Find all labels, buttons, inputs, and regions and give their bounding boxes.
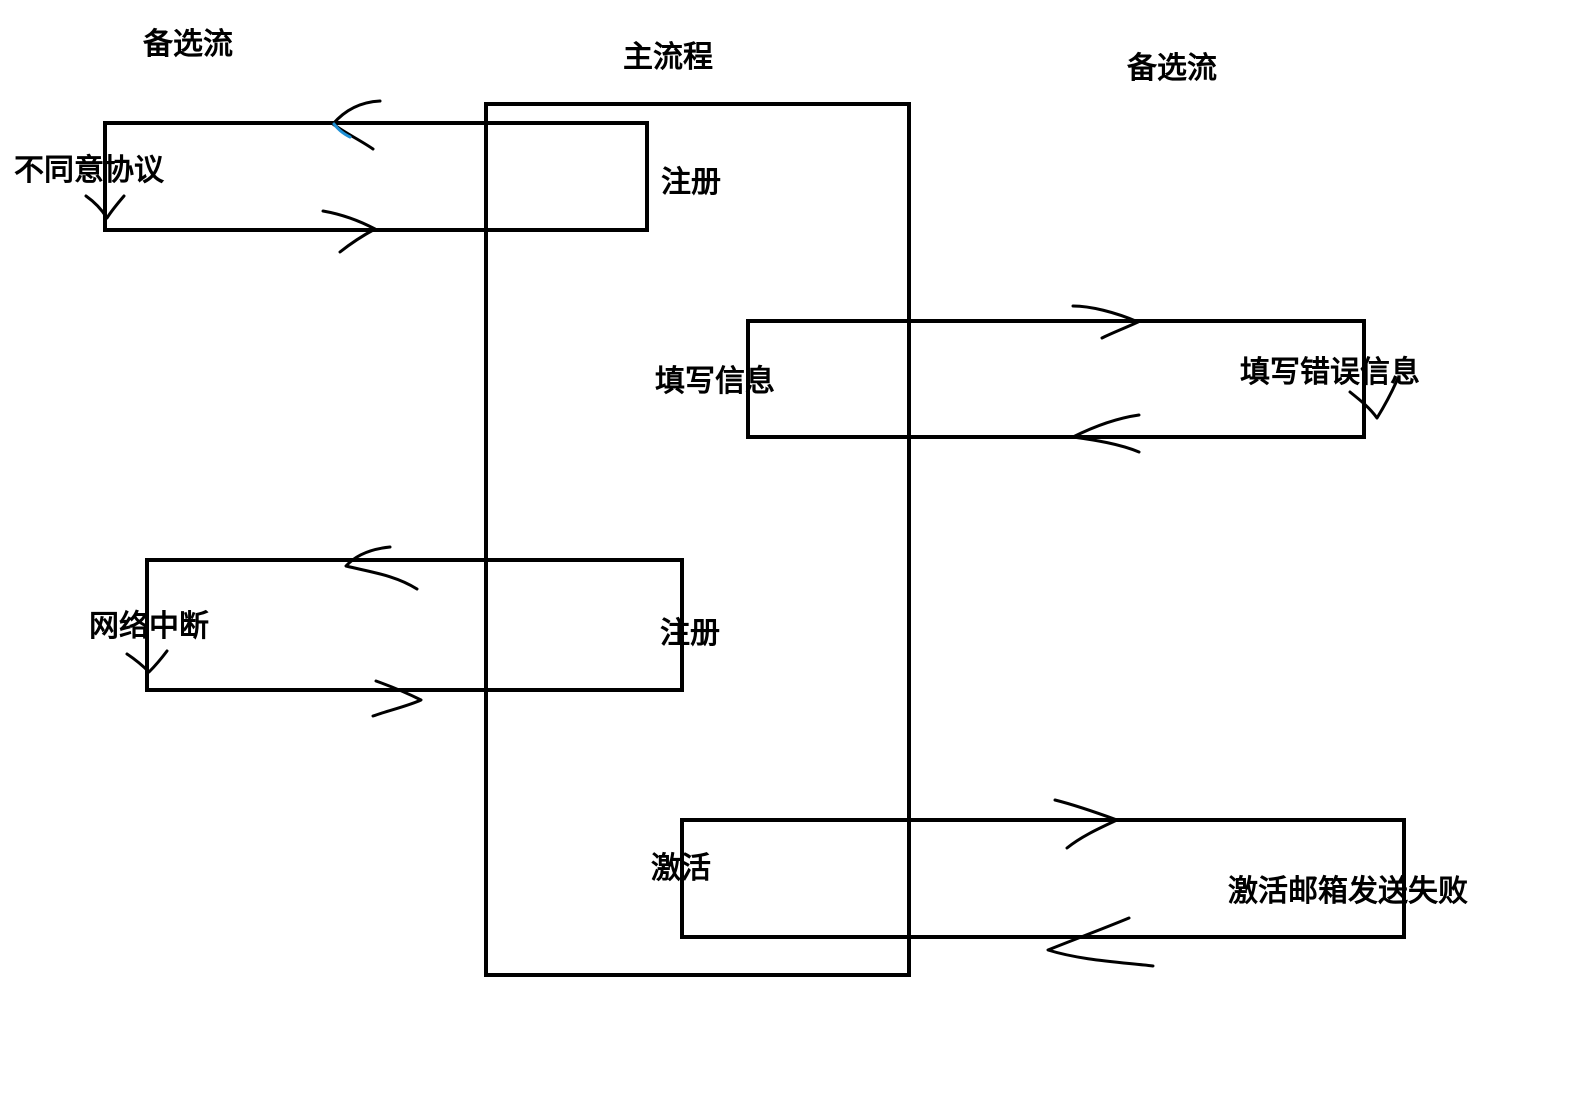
arrow-right-head-3 [371, 679, 423, 718]
alt-box-wrong-info [746, 319, 1366, 439]
arrow-right-head-2 [1071, 304, 1140, 340]
alt-label-network: 网络中断 [89, 609, 209, 644]
alt-box-disagree [103, 121, 649, 232]
header-alt-flow-right: 备选流 [1127, 51, 1217, 86]
main-step-register-1: 注册 [661, 165, 721, 200]
arrow-right-head-1 [321, 209, 377, 254]
arrow-right-head-4 [1053, 798, 1119, 850]
main-step-activate: 激活 [651, 851, 711, 886]
arrow-left-head-3 [344, 545, 419, 591]
main-step-fill-info: 填写信息 [655, 364, 775, 399]
alt-label-activation-failed: 激活邮箱发送失败 [1228, 874, 1468, 909]
header-main-flow: 主流程 [623, 40, 713, 75]
alt-label-wrong-info: 填写错误信息 [1240, 355, 1420, 390]
arrow-down-2 [1348, 376, 1400, 420]
main-step-register-2: 注册 [660, 616, 720, 651]
arrow-down-1 [84, 194, 126, 220]
alt-box-network [145, 558, 684, 692]
arrow-down-3 [125, 649, 169, 674]
main-flow-box [484, 102, 911, 977]
arrow-left-head-2 [1071, 413, 1141, 454]
alt-label-disagree: 不同意协议 [14, 153, 165, 188]
header-alt-flow-left: 备选流 [143, 27, 233, 62]
alt-box-activation-failed [680, 818, 1406, 939]
arrow-left-head-1-highlight [332, 122, 352, 139]
arrow-left-head-4 [1046, 916, 1155, 968]
